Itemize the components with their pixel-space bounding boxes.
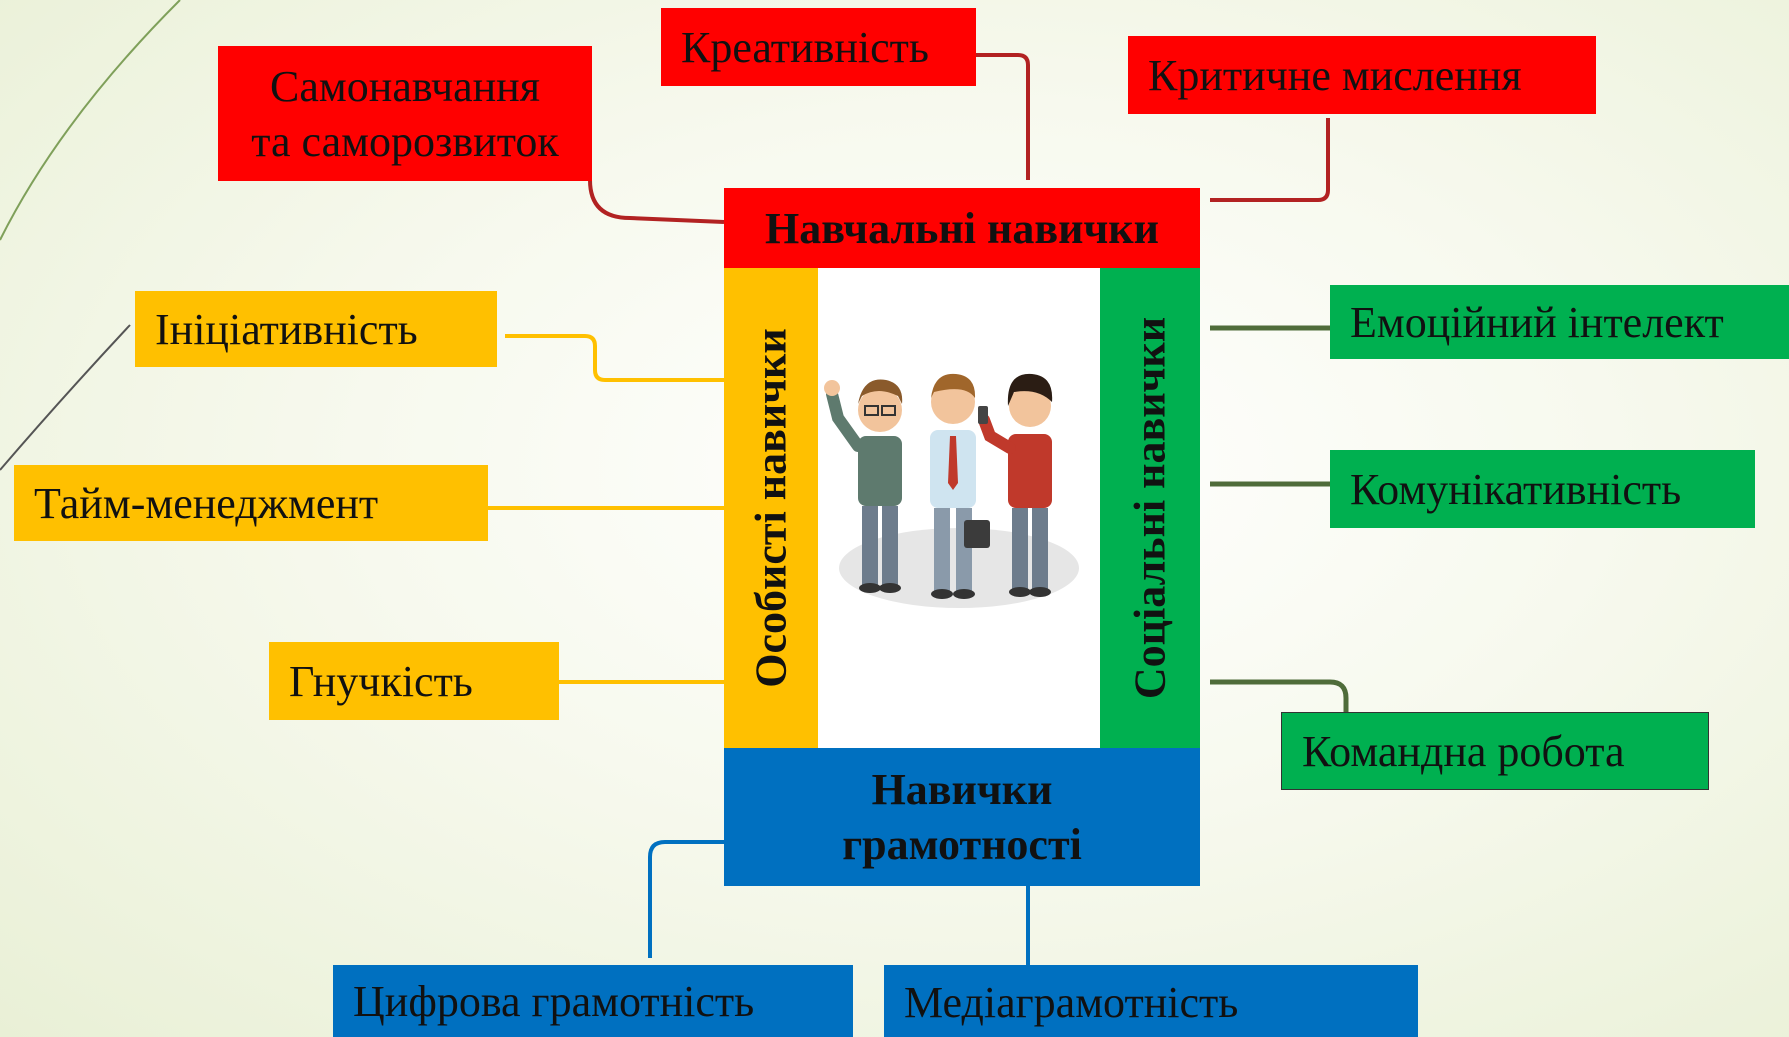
flexibility-label: Гнучкість <box>289 656 473 706</box>
businessmen-icon <box>824 373 1079 608</box>
node-time-management: Тайм-менеджмент <box>14 465 488 541</box>
hub-literacy-label-line2: грамотності <box>842 820 1082 869</box>
node-teamwork: Командна робота <box>1281 712 1709 790</box>
teamwork-label: Командна робота <box>1302 726 1625 776</box>
hub-learning-skills: Навчальні навички <box>724 188 1200 268</box>
hub-personal-skills: Особисті навички <box>724 268 818 748</box>
creativity-label: Креативність <box>681 22 929 72</box>
connector-self <box>588 179 725 224</box>
digital-literacy-label: Цифрова грамотність <box>353 976 755 1026</box>
connector-teamwork <box>1210 679 1349 712</box>
people-illustration <box>818 268 1100 748</box>
communication-label: Комунікативність <box>1350 464 1682 514</box>
node-creativity: Креативність <box>661 8 976 86</box>
hub-social-skills: Соціальні навички <box>1100 268 1200 748</box>
node-communication: Комунікативність <box>1330 450 1755 528</box>
self-learning-line1: Самонавчання <box>270 61 540 111</box>
hub-literacy-label-line1: Навички <box>871 765 1053 814</box>
emotional-intelligence-label: Емоційний інтелект <box>1350 297 1724 347</box>
node-emotional-intelligence: Емоційний інтелект <box>1330 285 1789 359</box>
decorative-arc <box>0 324 131 471</box>
hub-learning-label: Навчальні навички <box>764 203 1160 253</box>
hub-personal-label: Особисті навички <box>746 328 796 688</box>
node-critical-thinking: Критичне мислення <box>1128 36 1596 114</box>
hub-literacy-skills: Навички грамотності <box>724 748 1200 886</box>
self-learning-line2: та саморозвиток <box>251 116 559 166</box>
hub-social-label: Соціальні навички <box>1125 316 1175 700</box>
connector-initiative <box>505 334 724 382</box>
decorative-arc <box>0 0 181 241</box>
node-self-learning: Самонавчання та саморозвиток <box>218 46 592 181</box>
node-digital-literacy: Цифрова грамотність <box>333 965 853 1037</box>
node-initiative: Ініціативність <box>135 291 497 367</box>
node-flexibility: Гнучкість <box>269 642 559 720</box>
media-literacy-label: Медіаграмотність <box>904 978 1239 1027</box>
initiative-label: Ініціативність <box>155 304 418 354</box>
connector-critical <box>1210 118 1330 202</box>
node-media-literacy: Медіаграмотність <box>884 965 1418 1037</box>
connector-creativity <box>975 53 1030 180</box>
time-management-label: Тайм-менеджмент <box>34 478 379 528</box>
connector-digital <box>648 840 724 958</box>
critical-thinking-label: Критичне мислення <box>1148 50 1522 100</box>
